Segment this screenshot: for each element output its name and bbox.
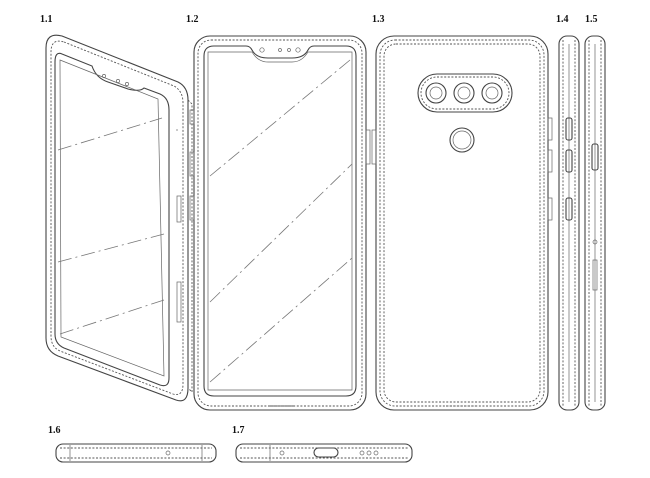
label-fig-1-7: 1.7 [232, 425, 245, 436]
fig-1-7-bottom-view [235, 443, 413, 463]
label-fig-1-5: 1.5 [585, 14, 598, 25]
fig-1-5-right-side-view [584, 35, 606, 411]
label-fig-1-3: 1.3 [372, 14, 385, 25]
fig-1-6-top-view [55, 443, 217, 463]
camera-lens-center [453, 82, 475, 104]
fingerprint-sensor [449, 127, 475, 153]
fig-1-4-left-side-view [558, 35, 580, 411]
label-fig-1-2: 1.2 [186, 14, 199, 25]
fig-1-2-front-view [189, 35, 371, 411]
label-fig-1-4: 1.4 [556, 14, 569, 25]
camera-lens-left [425, 82, 447, 104]
fig-1-3-rear-view [371, 35, 553, 411]
camera-lens-right [481, 82, 503, 104]
label-fig-1-1: 1.1 [40, 14, 53, 25]
label-fig-1-6: 1.6 [48, 425, 61, 436]
fig-1-1-perspective-view [45, 34, 193, 402]
usb-port [313, 447, 339, 458]
